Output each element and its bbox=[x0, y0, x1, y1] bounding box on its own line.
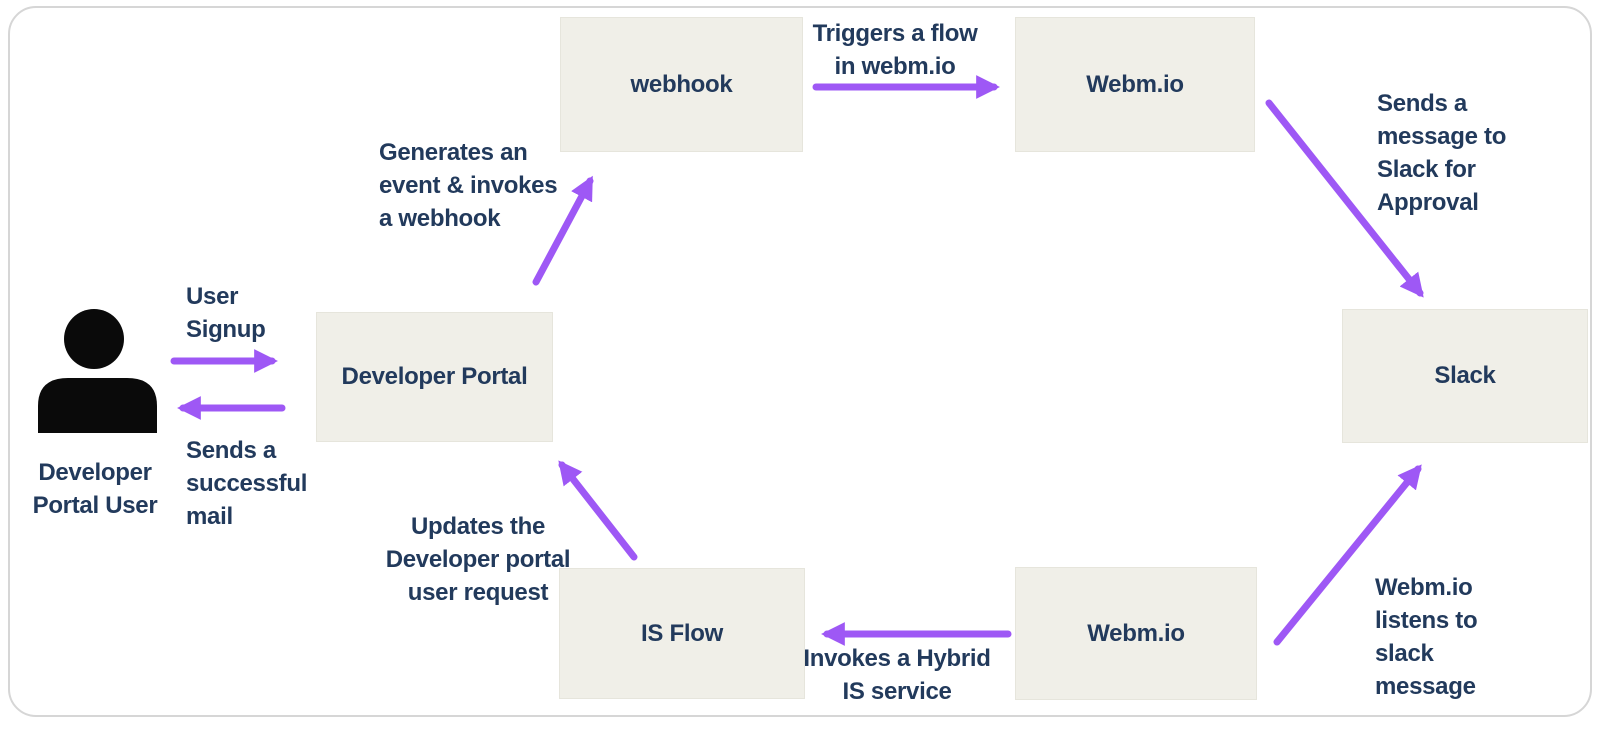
annotation-generates-event: Generates an event & invokes a webhook bbox=[379, 136, 558, 235]
actor-label: Developer Portal User bbox=[5, 456, 185, 522]
annotation-listens-slack: Webm.io listens to slack message bbox=[1375, 571, 1478, 703]
annotation-invokes-hybrid: Invokes a Hybrid IS service bbox=[797, 642, 997, 708]
node-webm-top: Webm.io bbox=[1015, 17, 1255, 152]
annotation-line: message to bbox=[1377, 123, 1507, 150]
node-webhook: webhook bbox=[560, 17, 803, 152]
node-slack: Slack bbox=[1342, 309, 1588, 443]
annotation-line: Sends a bbox=[186, 437, 276, 464]
annotation-updates-portal: Updates the Developer portal user reques… bbox=[378, 510, 578, 609]
annotation-sends-mail: Sends a successful mail bbox=[186, 434, 307, 533]
annotation-line: Slack for bbox=[1377, 156, 1476, 183]
actor-label-line: Portal User bbox=[32, 492, 158, 519]
annotation-line: Triggers a flow bbox=[812, 20, 978, 47]
annotation-line: a webhook bbox=[379, 205, 501, 232]
annotation-line: Generates an bbox=[379, 139, 528, 166]
annotation-line: in webm.io bbox=[834, 53, 956, 80]
annotation-line: Developer portal bbox=[385, 546, 571, 573]
annotation-line: IS service bbox=[842, 678, 952, 705]
annotation-line: message bbox=[1375, 673, 1476, 700]
annotation-line: User bbox=[186, 283, 239, 310]
annotation-line: Updates the bbox=[410, 513, 546, 540]
annotation-line: mail bbox=[186, 503, 233, 530]
annotation-line: Invokes a Hybrid bbox=[803, 645, 991, 672]
node-is-flow: IS Flow bbox=[559, 568, 805, 699]
annotation-triggers-flow: Triggers a flow in webm.io bbox=[795, 17, 995, 83]
annotation-line: listens to bbox=[1375, 607, 1478, 634]
annotation-line: event & invokes bbox=[379, 172, 558, 199]
annotation-line: Webm.io bbox=[1375, 574, 1473, 601]
annotation-line: user request bbox=[407, 579, 549, 606]
annotation-line: slack bbox=[1375, 640, 1434, 667]
node-webm-bottom: Webm.io bbox=[1015, 567, 1257, 700]
node-developer-portal: Developer Portal bbox=[316, 312, 553, 442]
annotation-user-signup: User Signup bbox=[186, 280, 266, 346]
annotation-line: Sends a bbox=[1377, 90, 1467, 117]
annotation-line: Signup bbox=[186, 316, 266, 343]
annotation-line: successful bbox=[186, 470, 308, 497]
person-icon bbox=[38, 309, 157, 433]
annotation-sends-message: Sends a message to Slack for Approval bbox=[1377, 87, 1506, 219]
actor-label-line: Developer bbox=[38, 459, 152, 486]
annotation-line: Approval bbox=[1377, 189, 1479, 216]
